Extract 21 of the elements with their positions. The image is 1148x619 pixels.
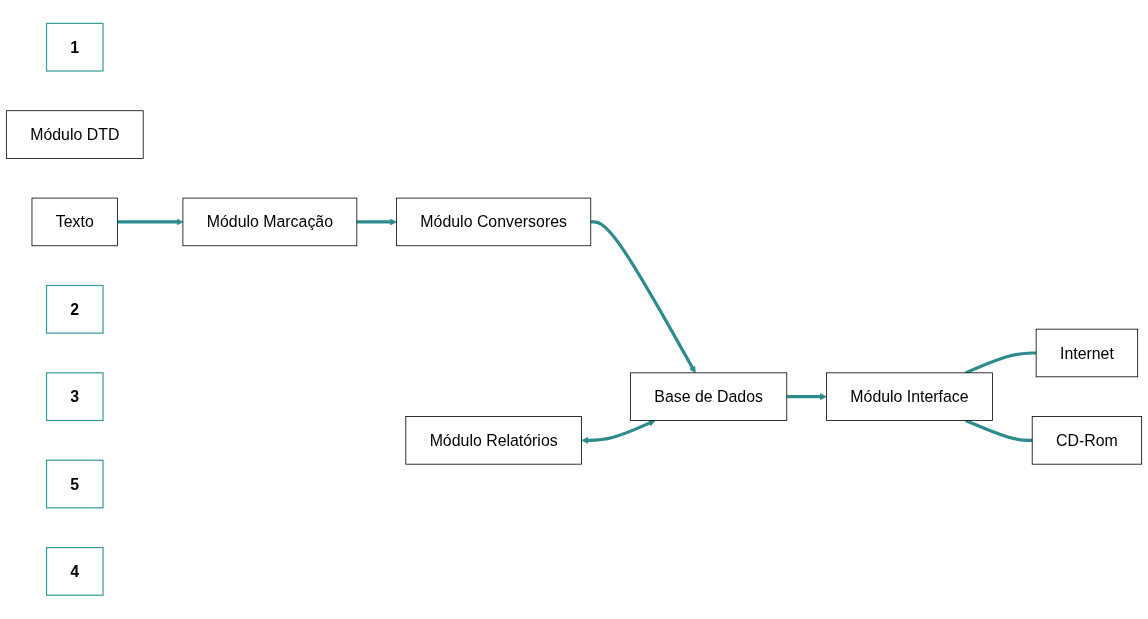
arrow xyxy=(117,218,184,226)
connector xyxy=(964,351,1037,375)
node-box: Módulo Conversores xyxy=(396,197,592,247)
arrow xyxy=(786,393,827,401)
node-box: Módulo Interface xyxy=(826,372,993,422)
node-box: 2 xyxy=(45,285,104,334)
arrow xyxy=(581,420,656,445)
node-box: 1 xyxy=(45,22,104,72)
node-box: Base de Dados xyxy=(630,372,788,422)
arrow xyxy=(590,220,696,374)
node-box: 3 xyxy=(45,372,104,422)
node-box: CD-Rom xyxy=(1031,416,1143,465)
arrow xyxy=(356,218,397,226)
node-box: Módulo Relatórios xyxy=(405,416,582,465)
node-box: 4 xyxy=(45,547,104,597)
node-box: Módulo Marcação xyxy=(182,197,358,247)
node-box: Texto xyxy=(31,197,118,247)
node-box: 5 xyxy=(45,459,104,509)
node-box: Internet xyxy=(1035,328,1139,378)
connector xyxy=(964,419,1033,443)
node-box: Módulo DTD xyxy=(5,110,144,159)
